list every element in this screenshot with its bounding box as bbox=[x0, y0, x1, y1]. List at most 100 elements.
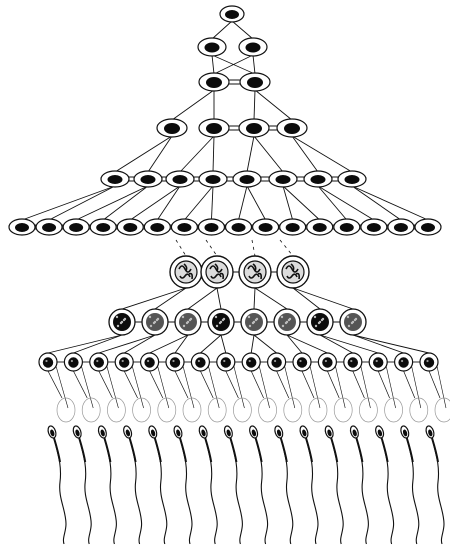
connector-line bbox=[212, 55, 214, 74]
chromatin-spot bbox=[289, 318, 291, 320]
connector-line bbox=[73, 335, 122, 353]
connector-line bbox=[318, 186, 347, 220]
spermatogonia-row-16-cell bbox=[388, 219, 414, 235]
connector-line bbox=[22, 186, 115, 220]
chromatin-spot bbox=[198, 360, 200, 362]
spermatozoon bbox=[198, 398, 226, 544]
spermatozoon bbox=[248, 398, 276, 544]
cell-nucleus bbox=[398, 357, 408, 367]
chromatin-spot bbox=[299, 360, 301, 362]
chromatin-spot bbox=[223, 360, 225, 362]
cell-nucleus bbox=[367, 223, 381, 232]
connector-line bbox=[352, 186, 401, 220]
cell-nucleus bbox=[322, 357, 332, 367]
chromatin-spot bbox=[147, 360, 149, 362]
connector-line bbox=[150, 335, 188, 353]
secondary-spermatocyte-cell bbox=[340, 309, 366, 335]
cell-nucleus bbox=[141, 175, 156, 184]
connector-line bbox=[280, 240, 293, 256]
sperm-tail bbox=[382, 438, 394, 544]
connector-line bbox=[251, 335, 254, 353]
connector-line bbox=[155, 288, 186, 309]
chromatin-spot bbox=[249, 360, 251, 362]
sperm-midpiece bbox=[155, 438, 161, 462]
spermatogonia-row-16-cell bbox=[280, 219, 306, 235]
cell-nucleus bbox=[205, 43, 220, 53]
cell-nucleus bbox=[42, 223, 56, 232]
residual-body bbox=[359, 398, 377, 422]
cell-nucleus bbox=[247, 77, 263, 88]
spermatozoon bbox=[374, 398, 402, 544]
spermatid-cell bbox=[141, 353, 159, 371]
primary-spermatocyte-cell bbox=[170, 256, 202, 288]
spermatid-cell bbox=[268, 353, 286, 371]
sperm-midpiece bbox=[205, 438, 211, 462]
cell-nucleus bbox=[177, 223, 191, 232]
connector-line bbox=[132, 366, 143, 408]
sperm-midpiece bbox=[256, 438, 262, 462]
chromatin-spot bbox=[282, 325, 284, 327]
residual-body bbox=[233, 398, 251, 422]
sperm-midpiece bbox=[306, 438, 312, 462]
connector-line bbox=[437, 366, 446, 408]
connector-line bbox=[292, 136, 352, 172]
spermatogonia-row-8-cell bbox=[101, 171, 129, 187]
spermatid-cell bbox=[420, 353, 438, 371]
chromatin-spot bbox=[281, 316, 283, 318]
residual-body bbox=[385, 398, 403, 422]
spermatid-cell bbox=[369, 353, 387, 371]
chromatin-spot bbox=[401, 360, 403, 362]
connector-line bbox=[252, 240, 255, 256]
spermatid-cell bbox=[39, 353, 57, 371]
cell-nucleus bbox=[170, 357, 180, 367]
spermatogonia-row-8-cell bbox=[199, 171, 227, 187]
chromatin-spot bbox=[319, 321, 321, 323]
connector-line bbox=[188, 288, 217, 309]
connector-line bbox=[107, 366, 119, 408]
cell-nucleus bbox=[108, 175, 123, 184]
chromatin-spot bbox=[187, 321, 189, 323]
connector-line bbox=[404, 371, 415, 398]
cell-nucleus bbox=[348, 357, 358, 367]
chromatin-spot bbox=[325, 360, 327, 362]
cell-nucleus bbox=[150, 223, 164, 232]
sperm-tail bbox=[205, 438, 217, 544]
connector-line bbox=[293, 288, 353, 309]
spermatogonia-a-pair-cell bbox=[239, 38, 267, 56]
sperm-midpiece bbox=[382, 438, 388, 462]
connector-line bbox=[200, 335, 221, 353]
spermatogonia-row-8-cell bbox=[134, 171, 162, 187]
connector-line bbox=[148, 136, 172, 172]
cell-nucleus bbox=[204, 223, 218, 232]
connector-line bbox=[234, 366, 245, 408]
spermatozoon bbox=[399, 398, 427, 544]
secondary-spermatocyte-cell bbox=[142, 309, 168, 335]
cell-nucleus bbox=[206, 261, 228, 283]
connector-line bbox=[292, 136, 318, 172]
chromatin-spot bbox=[172, 360, 174, 362]
cell-nucleus bbox=[259, 223, 273, 232]
connector-line bbox=[158, 366, 169, 408]
spermatogonia-row-16-cell bbox=[253, 219, 279, 235]
connector-line bbox=[172, 90, 214, 120]
sperm-midpiece bbox=[230, 438, 236, 462]
secondary-spermatocyte-cell bbox=[208, 309, 234, 335]
cell-nucleus bbox=[284, 123, 300, 134]
spermatozoon bbox=[47, 398, 75, 544]
sperm-tail bbox=[180, 438, 192, 544]
cell-nucleus bbox=[225, 10, 239, 19]
secondary-spermatocyte-cell bbox=[274, 309, 300, 335]
spermatogonia-row-16-cell bbox=[307, 219, 333, 235]
connector-line bbox=[175, 371, 188, 398]
chromatin-spot bbox=[376, 360, 378, 362]
cell-nucleus bbox=[206, 175, 221, 184]
connector-line bbox=[378, 371, 389, 398]
connector-line bbox=[200, 371, 213, 398]
residual-body bbox=[284, 398, 302, 422]
spermatozoon bbox=[223, 398, 251, 544]
residual-body bbox=[309, 398, 327, 422]
chromatin-spot bbox=[286, 321, 288, 323]
cell-nucleus bbox=[15, 223, 29, 232]
spermatid-cell bbox=[395, 353, 413, 371]
connector-line bbox=[239, 186, 247, 220]
